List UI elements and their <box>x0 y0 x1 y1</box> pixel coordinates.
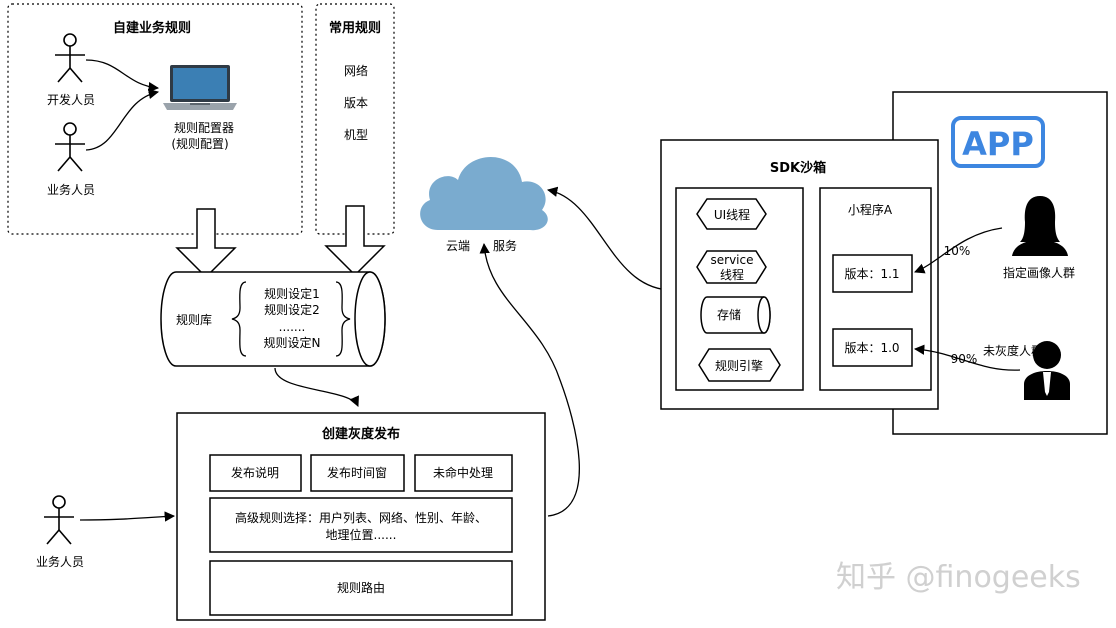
advanced-rule-select[interactable]: 高级规则选择：用户列表、网络、性别、年龄、 地理位置...... <box>209 497 513 553</box>
self-rules-title: 自建业务规则 <box>113 20 191 36</box>
developer-label: 开发人员 <box>47 92 95 107</box>
service-thread-sublabel: 线程 <box>720 267 744 282</box>
nongray-to-v10-arrow <box>913 344 1021 371</box>
mini-program-label: 小程序A <box>848 202 893 217</box>
cloud-icon <box>420 157 548 231</box>
laptop-icon <box>163 65 237 110</box>
rule-setting-item: 规则设定N <box>264 335 321 350</box>
rule-engine-node: 规则引擎 <box>698 348 781 382</box>
common-rule-item: 版本 <box>344 96 368 110</box>
version-11-box: 版本：1.1 <box>832 254 913 293</box>
pct-90-label: 90% <box>951 352 978 366</box>
sdk-title: SDK沙箱 <box>770 160 826 176</box>
common-rules-frame <box>315 3 395 235</box>
ui-thread-label: UI线程 <box>714 207 750 222</box>
common-rule-item: 网络 <box>344 63 368 78</box>
release-actor-label: 业务人员 <box>36 554 84 569</box>
miss-handling-label: 未命中处理 <box>433 465 493 480</box>
developer-figure-icon <box>55 33 85 83</box>
rule-setting-item: 规则设定2 <box>264 302 320 317</box>
gray-release-panel: 创建灰度发布 发布说明 发布时间窗 未命中处理 高级规则选择：用户列表、网络、性… <box>176 412 546 621</box>
rule-routing-label: 规则路由 <box>337 580 385 595</box>
gray-release-title: 创建灰度发布 <box>321 426 400 442</box>
down-arrow-icon <box>175 208 237 279</box>
rule-engine-label: 规则引擎 <box>715 358 763 373</box>
advanced-rule-text: 地理位置...... <box>326 527 397 542</box>
right-brace <box>335 281 351 357</box>
rule-library-label: 规则库 <box>176 312 212 327</box>
release-notes-label: 发布说明 <box>231 465 279 480</box>
common-rule-item: 机型 <box>344 128 368 142</box>
storage-label: 存储 <box>717 307 741 322</box>
configurator-sublabel: (规则配置) <box>171 136 228 151</box>
developer-arrow <box>85 59 160 93</box>
release-window-label: 发布时间窗 <box>327 465 387 480</box>
service-thread-node: service 线程 <box>696 250 767 284</box>
rule-routing-box[interactable]: 规则路由 <box>209 560 513 616</box>
release-to-cloud-arrow <box>479 242 580 517</box>
target-to-v11-arrow <box>914 227 1003 274</box>
version-11-label: 版本：1.1 <box>844 267 899 281</box>
business-figure-icon <box>55 122 85 172</box>
storage-node: 存储 <box>700 296 771 334</box>
release-notes-button[interactable]: 发布说明 <box>209 454 302 492</box>
left-brace <box>231 281 247 357</box>
ui-thread-node: UI线程 <box>696 198 767 230</box>
app-logo: APP <box>951 116 1045 168</box>
business-arrow <box>85 88 160 151</box>
rule-library: 规则库 规则设定1 规则设定2 ....... 规则设定N <box>160 271 386 367</box>
watermark: 知乎 @finogeeks <box>836 560 1081 595</box>
cloud-sdk-arrow <box>546 186 674 296</box>
rule-setting-item: ....... <box>279 320 306 334</box>
cloud-label: 云端 <box>446 239 470 253</box>
self-rules-group: 自建业务规则 开发人员 业务人员 规则配置器 (规则配置) <box>7 3 303 235</box>
service-thread-label: service <box>711 253 754 267</box>
common-rules-group: 常用规则 网络 版本 机型 <box>315 3 395 235</box>
rule-setting-item: 规则设定1 <box>264 286 320 301</box>
sdk-sandbox: SDK沙箱 UI线程 service 线程 存储 规则引擎 小程序A 版本：1.… <box>660 139 939 410</box>
self-rules-frame <box>7 3 303 235</box>
down-arrow-icon <box>324 205 386 277</box>
man-user-icon <box>1024 341 1070 400</box>
cloud-label: 服务 <box>493 238 517 253</box>
app-logo-text: APP <box>962 125 1034 163</box>
woman-user-icon <box>1012 196 1068 256</box>
target-group-label: 指定画像人群 <box>1003 265 1075 280</box>
non-gray-group-label: 未灰度人群 <box>983 343 1043 358</box>
library-to-release-arrow <box>274 367 359 407</box>
actor-to-release-arrow <box>79 511 176 522</box>
pct-10-label: 10% <box>944 244 971 258</box>
version-10-box: 版本：1.0 <box>832 328 913 367</box>
release-actor-icon <box>44 495 74 545</box>
release-window-button[interactable]: 发布时间窗 <box>310 454 405 492</box>
version-10-label: 版本：1.0 <box>844 341 899 355</box>
business-label: 业务人员 <box>47 182 95 197</box>
common-rules-title: 常用规则 <box>329 20 381 36</box>
advanced-rule-text: 高级规则选择：用户列表、网络、性别、年龄、 <box>235 510 487 525</box>
configurator-label: 规则配置器 <box>174 120 234 135</box>
miss-handling-button[interactable]: 未命中处理 <box>414 454 513 492</box>
